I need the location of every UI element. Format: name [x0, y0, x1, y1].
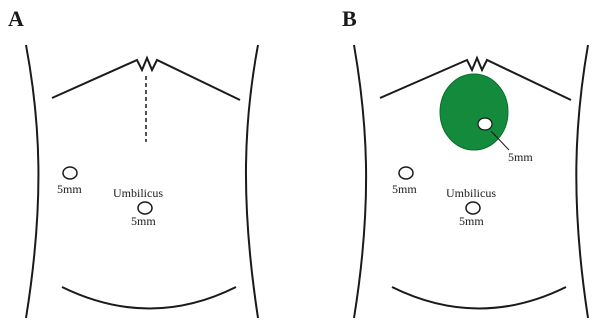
lesion-port-label: 5mm	[508, 150, 533, 165]
right-flank-line	[576, 45, 588, 318]
left-flank-line	[354, 45, 366, 318]
inguinal-curve	[62, 287, 236, 309]
umbilicus-label: Umbilicus	[113, 186, 163, 201]
left-flank-line	[26, 45, 38, 318]
inguinal-curve	[392, 287, 566, 309]
umbilical-port-label: 5mm	[131, 214, 156, 229]
umbilical-port-label: 5mm	[459, 214, 484, 229]
left-port-label: 5mm	[392, 182, 417, 197]
left-port-circle	[399, 167, 413, 179]
left-port-label: 5mm	[57, 182, 82, 197]
umbilical-port-circle	[138, 202, 152, 214]
left-port-circle	[63, 167, 77, 179]
umbilicus-label: Umbilicus	[446, 186, 496, 201]
umbilical-port-circle	[466, 202, 480, 214]
lesion-port-circle	[478, 118, 492, 130]
panel-b: B 5mm 5mm Umbilicus 5mm	[299, 0, 598, 320]
torso-outline-a	[0, 0, 299, 320]
panel-a: A 5mm Umbilicus 5mm	[0, 0, 299, 320]
right-flank-line	[246, 45, 258, 318]
torso-outline-b	[299, 0, 598, 320]
